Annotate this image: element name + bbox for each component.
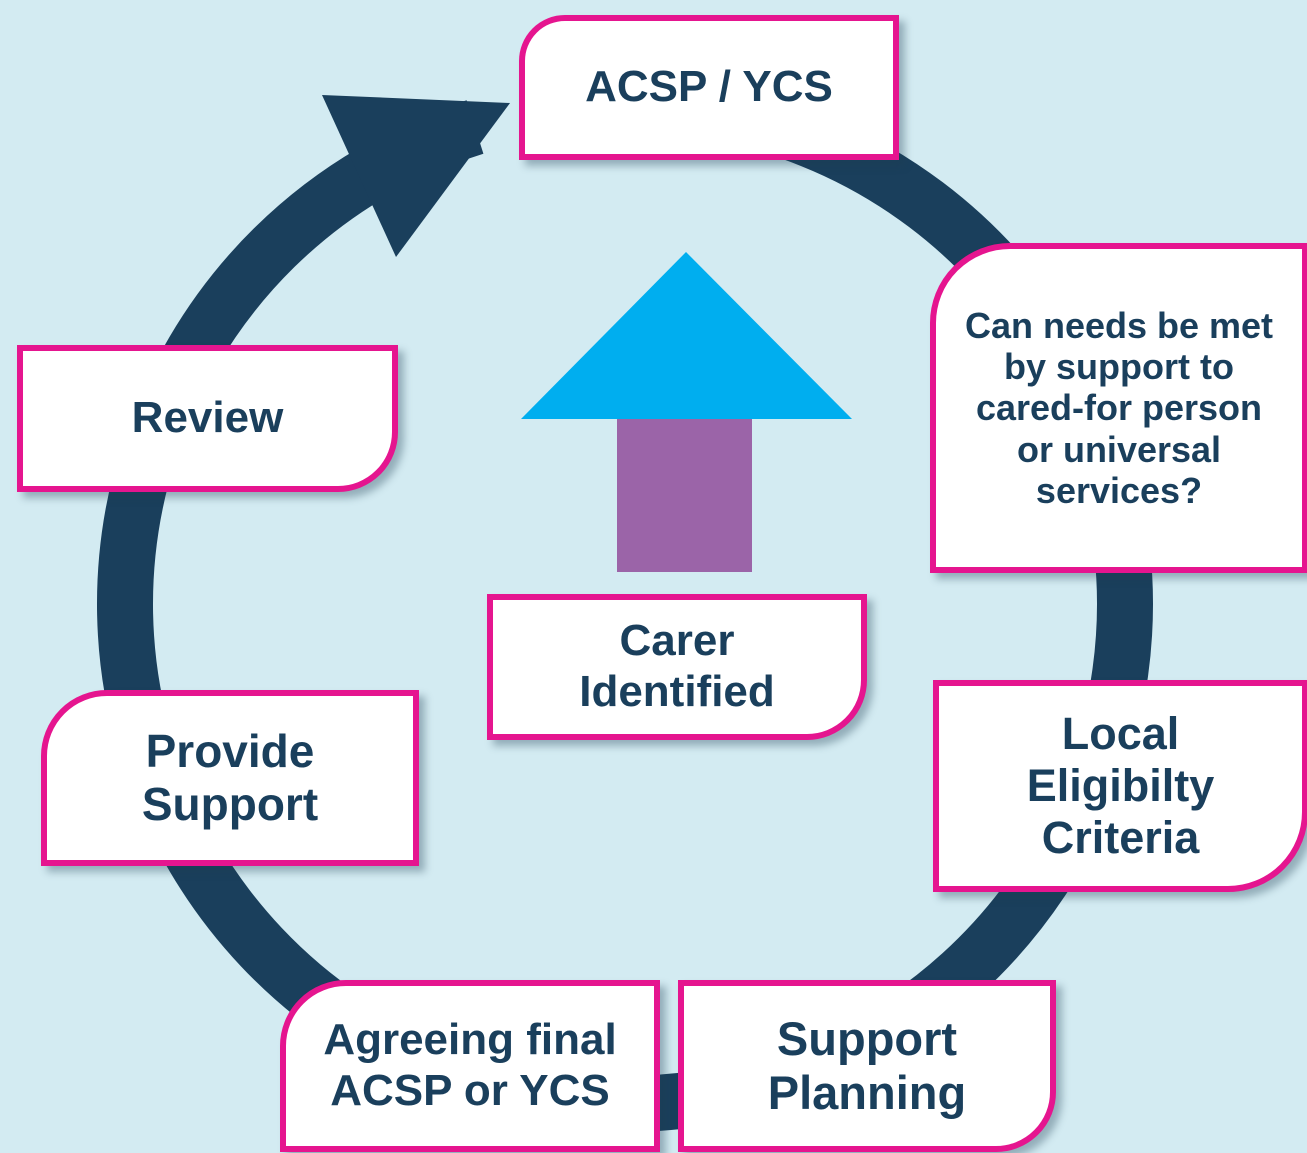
can-needs-label: Can needs be met by support to cared-for… xyxy=(964,304,1274,512)
cycle-arrowhead xyxy=(322,95,510,257)
acsp-ycs-label: ACSP / YCS xyxy=(585,62,833,112)
support-planning-box: Support Planning xyxy=(678,980,1056,1152)
carer-identified-label: Carer Identified xyxy=(579,616,775,716)
support-planning-label: Support Planning xyxy=(767,1011,967,1119)
review-box: Review xyxy=(17,345,398,492)
can-needs-box: Can needs be met by support to cared-for… xyxy=(930,243,1307,573)
provide-support-label: Provide Support xyxy=(141,725,319,830)
carer-identified-box: Carer Identified xyxy=(487,594,867,740)
center-arrow-shaft xyxy=(617,419,752,572)
agreeing-final-box: Agreeing final ACSP or YCS xyxy=(280,980,660,1152)
review-label: Review xyxy=(131,393,284,443)
acsp-ycs-box: ACSP / YCS xyxy=(519,15,899,160)
local-eligibility-box: Local Eligibilty Criteria xyxy=(933,680,1307,892)
local-eligibility-label: Local Eligibilty Criteria xyxy=(1026,708,1215,863)
agreeing-final-label: Agreeing final ACSP or YCS xyxy=(323,1015,617,1115)
provide-support-box: Provide Support xyxy=(41,690,419,866)
center-arrow-head xyxy=(521,252,852,419)
